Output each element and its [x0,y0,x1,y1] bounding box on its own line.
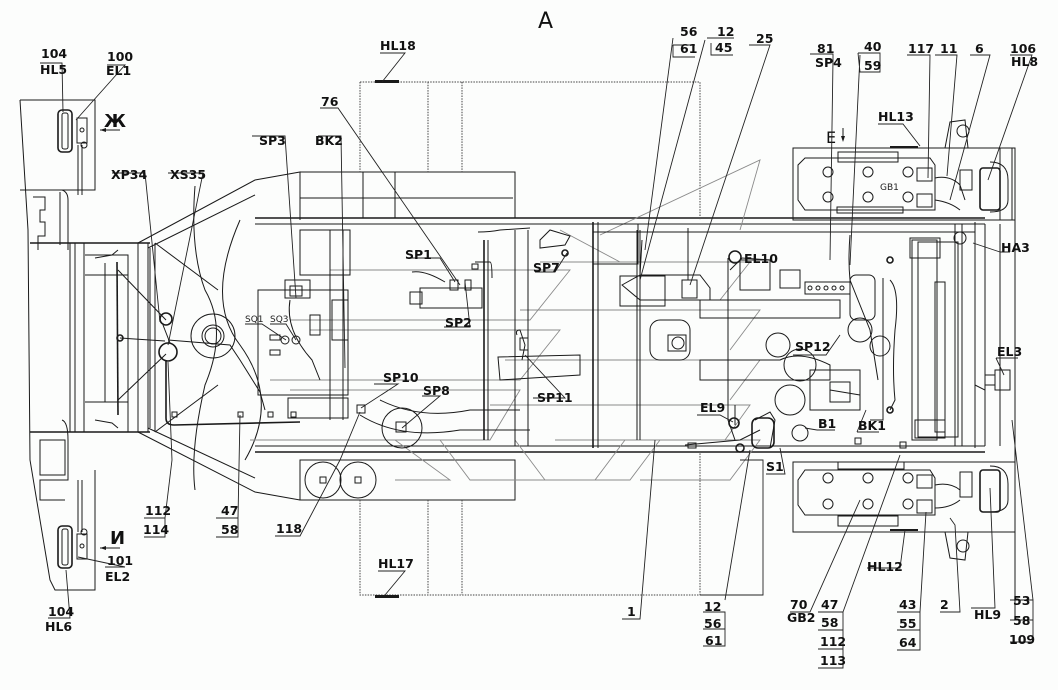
component-label-sq3: SQ3 [270,315,289,325]
callout-118: 118 [276,521,302,536]
callout-leaders [40,37,1034,669]
callout-58-bottom: 58 [821,615,838,630]
lamp-hl6-el2 [57,480,88,569]
callout-114: 114 [143,522,169,537]
callout-hl8: HL8 [1011,54,1038,69]
callout-64: 64 [899,635,917,650]
callout-hl13: HL13 [878,109,914,124]
callout-bk1: BK1 [858,418,886,433]
callout-56-top: 56 [680,24,698,39]
callout-el3: EL3 [997,344,1022,359]
callout-59: 59 [864,58,881,73]
view-marker-i: И [100,528,125,550]
front-frame [19,99,150,591]
callout-47-left: 47 [221,503,238,518]
callout-43: 43 [899,597,916,612]
callout-6: 6 [975,41,984,56]
callout-47-bottom: 47 [821,597,838,612]
callout-12-top: 12 [717,24,734,39]
engine-wiring [639,228,907,453]
component-label-sq1: SQ1 [245,315,264,325]
callout-xp34: XP34 [111,167,147,182]
callout-sp7: SP7 [533,260,560,275]
svg-text:И: И [110,528,125,549]
callout-100: 100 [107,49,133,64]
callout-sp12: SP12 [795,339,831,354]
right-rear-elements [953,224,1011,446]
callout-hl18: HL18 [380,38,416,53]
callout-104-bottom: 104 [48,604,74,619]
callout-11: 11 [940,41,957,56]
callout-sp4: SP4 [815,55,842,70]
callout-sp10: SP10 [383,370,419,385]
callout-b1: B1 [818,416,836,431]
callout-hl6: HL6 [45,619,72,634]
lamp-hl5-el1 [57,109,88,195]
callout-117: 117 [908,41,934,56]
callout-55: 55 [899,616,916,631]
svg-text:Ж: Ж [104,111,126,132]
callout-61-bottom: 61 [705,633,722,648]
callout-104-top: 104 [41,46,67,61]
callout-58-left: 58 [221,522,238,537]
callout-sp1: SP1 [405,247,432,262]
articulation-frame [137,171,301,501]
callout-76: 76 [321,94,339,109]
callout-70: 70 [790,597,808,612]
callout-45: 45 [715,40,732,55]
battery-box-gb2 [792,461,1016,561]
callout-112-left: 112 [145,503,171,518]
callout-el1: EL1 [106,63,131,78]
callout-hl17: HL17 [378,556,414,571]
callout-hl9: HL9 [974,607,1001,622]
callout-sp3: SP3 [259,133,286,148]
battery-label-gb1: GB1 [880,183,899,193]
platform-hatching [250,159,761,481]
callout-81: 81 [817,41,834,56]
battery-box-gb1: GB1 [792,119,1016,620]
callout-1: 1 [627,604,636,619]
callout-40: 40 [864,39,882,54]
callouts: 104 HL5 100 EL1 XP34 XS35 SP3 BK2 76 HL1… [40,24,1038,668]
callout-ha3: HA3 [1001,240,1030,255]
callout-56-bottom: 56 [704,616,722,631]
callout-bk2: BK2 [315,133,343,148]
callout-113: 113 [820,653,846,668]
callout-sp11: SP11 [537,390,573,405]
callout-sp8: SP8 [423,383,450,398]
top-rear-block [359,80,701,220]
callout-s1: S1 [766,459,784,474]
callout-53: 53 [1013,593,1030,608]
callout-el9: EL9 [700,400,725,415]
callout-el2: EL2 [105,569,130,584]
callout-2: 2 [940,597,949,612]
callout-106: 106 [1010,41,1036,56]
engine-compartment [592,222,976,448]
bottom-rear-block [359,452,701,598]
callout-109: 109 [1009,632,1035,647]
mid-equipment [257,227,581,449]
callout-hl12: HL12 [867,559,903,574]
callout-61-top: 61 [680,41,697,56]
callout-12-bottom: 12 [704,599,721,614]
callout-gb2: GB2 [787,610,816,625]
callout-101: 101 [107,553,133,568]
view-marker-zh: Ж [100,111,126,132]
callout-112-bottom: 112 [820,634,846,649]
main-chassis [255,171,985,501]
front-wiring [94,249,301,429]
view-title: A [538,9,553,34]
view-marker-e: E [826,128,845,147]
callout-58-right: 58 [1013,613,1030,628]
callout-xs35: XS35 [170,167,206,182]
callout-25: 25 [756,31,773,46]
callout-hl5: HL5 [40,62,67,77]
callout-sp2: SP2 [445,315,472,330]
callout-el10: EL10 [744,251,778,266]
svg-text:E: E [826,128,836,147]
